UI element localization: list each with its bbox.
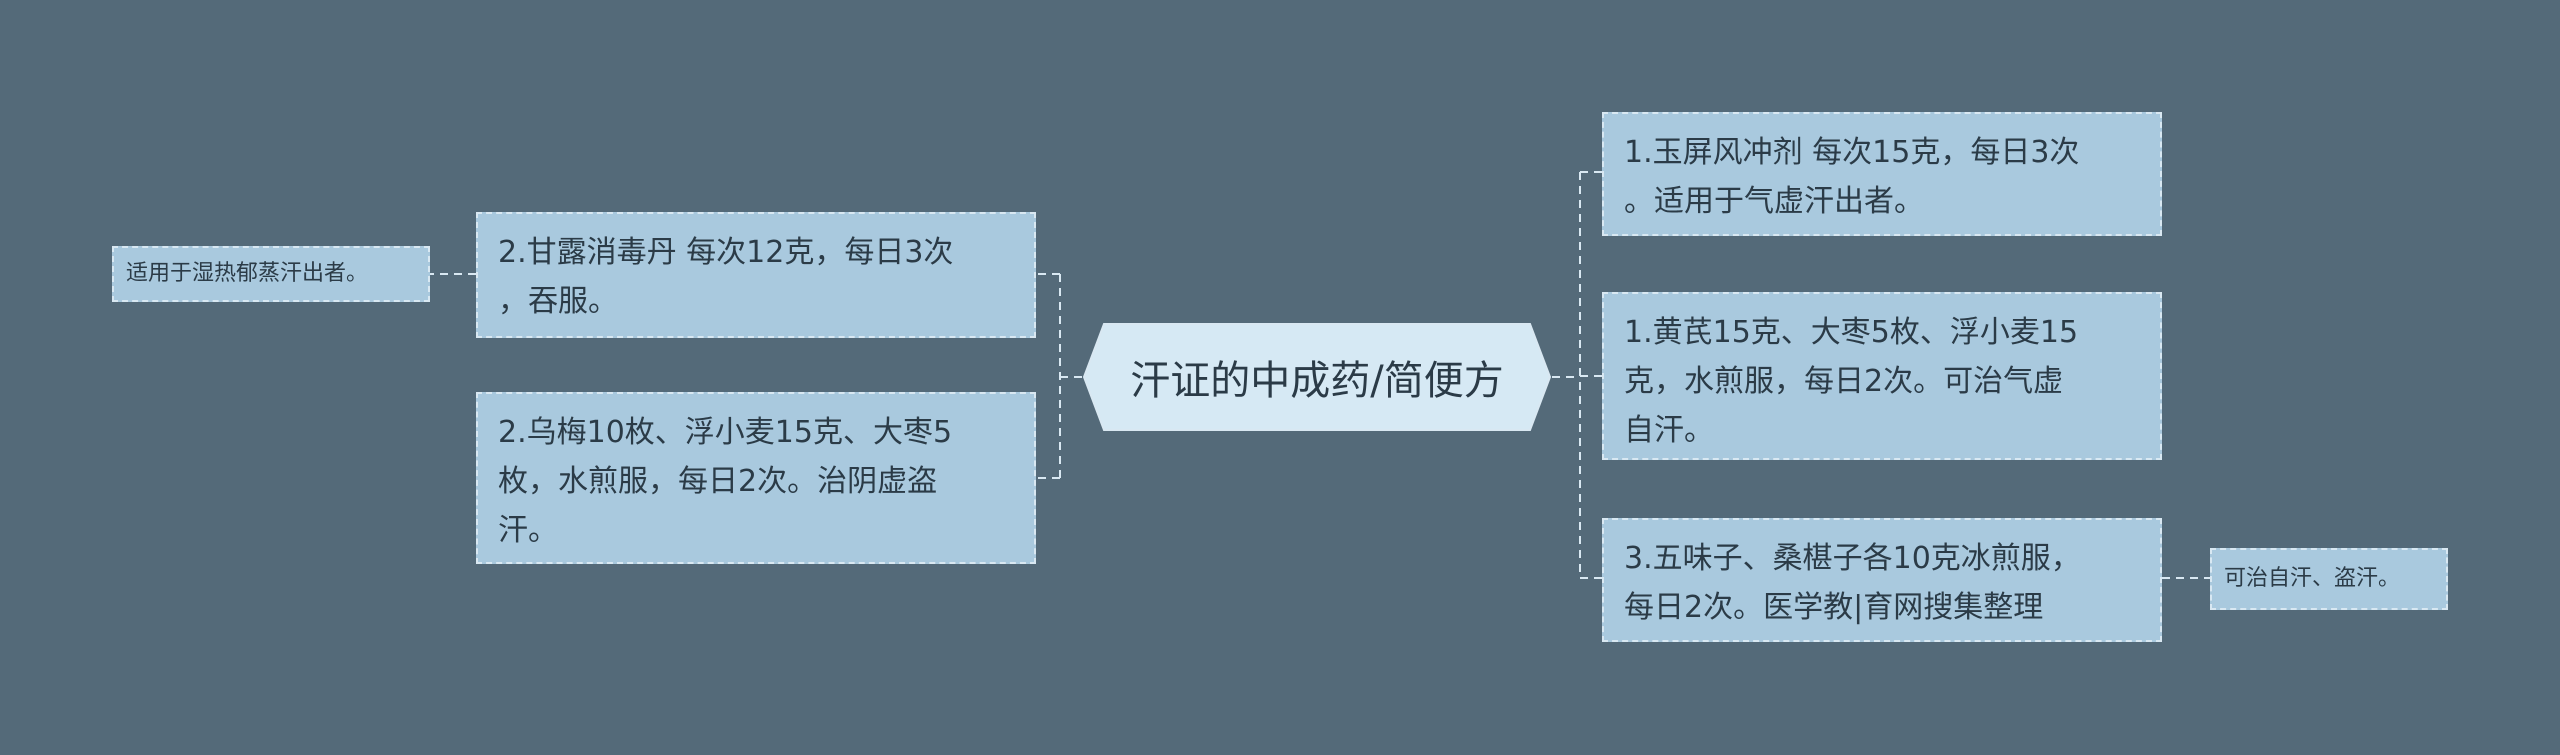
right-note-3[interactable]: 可治自汗、盗汗。 (2210, 548, 2448, 610)
root-shape (1082, 323, 1552, 431)
root-label: 汗证的中成药/简便方 (1130, 358, 1504, 404)
right-node-3[interactable]: 3.五味子、桑椹子各10克冰煎服， 每日2次。医学教|育网搜集整理 (1602, 518, 2162, 642)
left-node-1[interactable]: 2.甘露消毒丹 每次12克，每日3次 ，吞服。 (476, 212, 1036, 338)
right-node-1[interactable]: 1.玉屏风冲剂 每次15克，每日3次 。适用于气虚汗出者。 (1602, 112, 2162, 236)
left-node-2[interactable]: 2.乌梅10枚、浮小麦15克、大枣5 枚，水煎服，每日2次。治阴虚盗 汗。 (476, 392, 1036, 564)
root-node[interactable]: 汗证的中成药/简便方 (1082, 322, 1552, 432)
left-note-1[interactable]: 适用于湿热郁蒸汗出者。 (112, 246, 430, 302)
right-node-2[interactable]: 1.黄芪15克、大枣5枚、浮小麦15 克，水煎服，每日2次。可治气虚 自汗。 (1602, 292, 2162, 460)
